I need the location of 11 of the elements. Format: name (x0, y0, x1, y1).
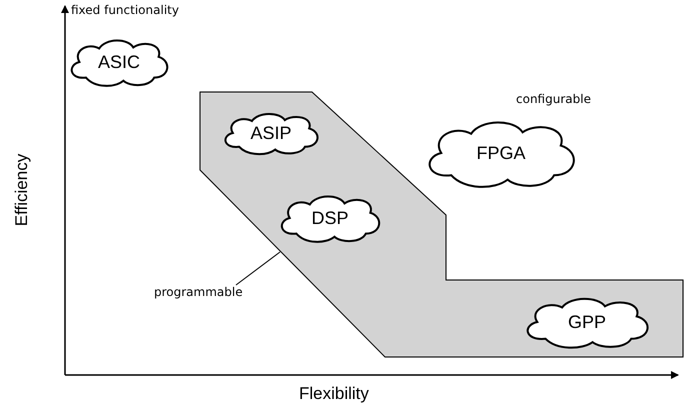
leader-line (236, 252, 280, 286)
axis-label: fixed functionality (71, 3, 179, 17)
node-caption: configurable (516, 92, 591, 106)
node-label: ASIC (98, 52, 140, 72)
node-label: FPGA (476, 142, 526, 164)
axis-title: Efficiency (12, 152, 32, 228)
node-label: DSP (311, 208, 348, 228)
region-label: programmable (154, 285, 254, 301)
node-label: GPP (568, 312, 606, 332)
node-label: ASIP (250, 122, 292, 144)
axis-title: Flexibility (299, 384, 369, 404)
